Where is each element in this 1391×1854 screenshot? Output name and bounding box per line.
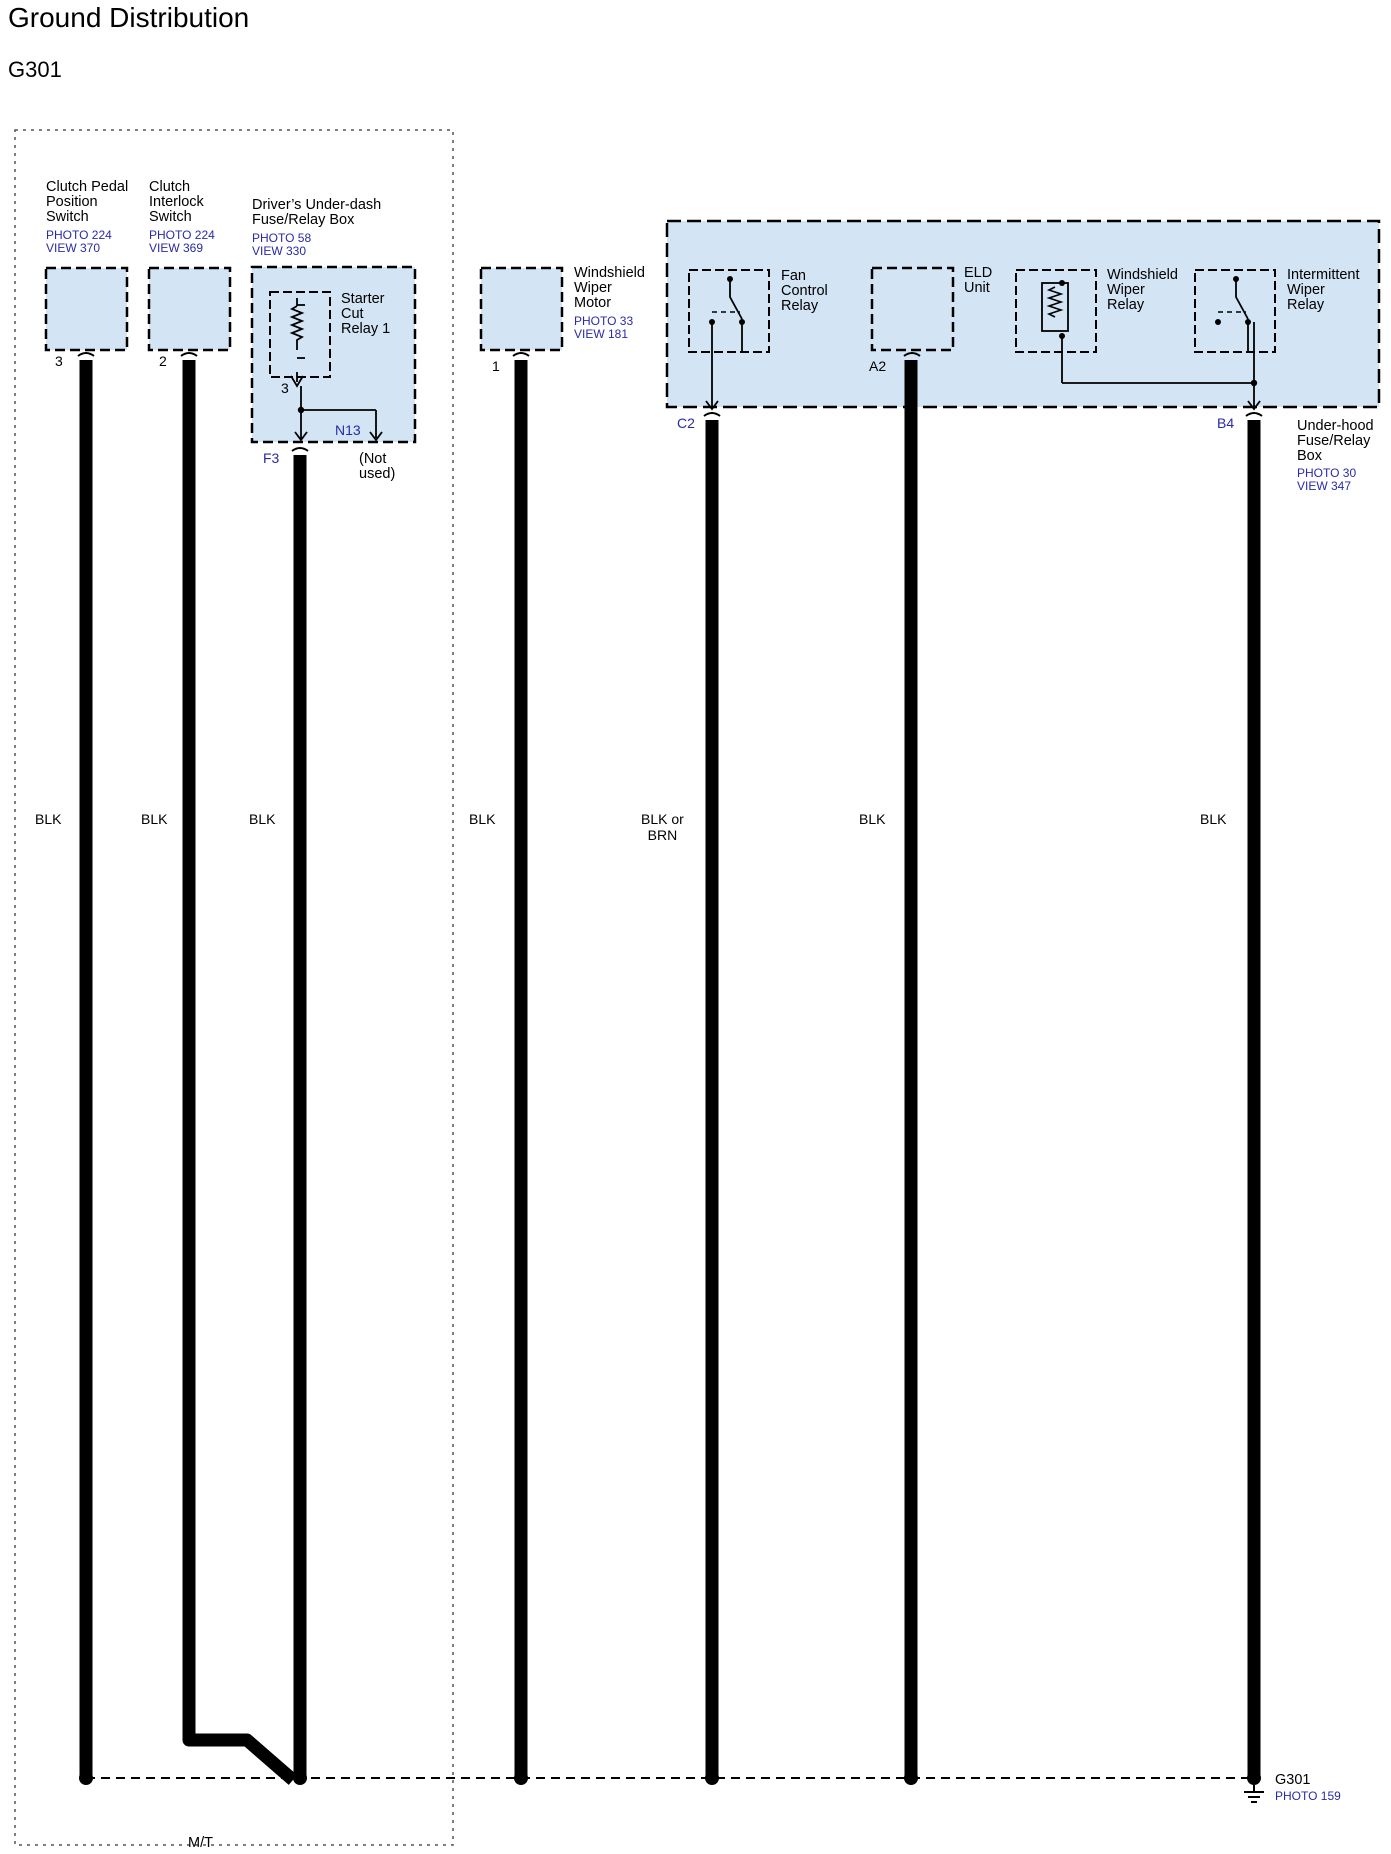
clutch-pedal-switch-label: Clutch Pedal Position Switch [46, 179, 129, 225]
clutch-interlock-switch-ref: PHOTO 224 VIEW 369 [149, 228, 215, 255]
wire-color-label: BLK [141, 811, 168, 827]
wire-color-label: BLK [469, 811, 496, 827]
wiper-relay-box [1015, 269, 1097, 353]
page-title: Ground Distribution [8, 2, 250, 33]
eld-unit-label: ELD Unit [964, 265, 993, 296]
wire-color-label: BLK or BRN [641, 811, 684, 843]
wiper-relay-label: Windshield Wiper Relay [1107, 267, 1178, 313]
wire-color-label: BLK [1200, 811, 1227, 827]
clutch-interlock-switch-label: Clutch Interlock Switch [149, 179, 204, 225]
underdash-pin-n13: N13 [335, 422, 361, 438]
relay-switch-icon [1235, 279, 1249, 320]
underhood-box-label: Under-hood Fuse/Relay Box [1297, 418, 1374, 464]
mt-option-region [14, 129, 454, 1846]
wire-color-label: BLK [249, 811, 276, 827]
wire-color-label: BLK [35, 811, 62, 827]
wire-blk-clutch-interlock [182, 360, 298, 1785]
not-used-label: (Not used) [359, 451, 396, 482]
underdash-pin-f3: F3 [263, 450, 280, 466]
mt-option-label: M/T [188, 1835, 213, 1851]
clutch-pedal-pin: 3 [55, 353, 63, 369]
clutch-pedal-switch-box [44, 266, 129, 352]
starter-cut-relay-label: Starter Cut Relay 1 [341, 291, 391, 337]
wiper-motor-pin: 1 [492, 358, 500, 374]
underhood-box-ref: PHOTO 30 VIEW 347 [1297, 466, 1357, 493]
fan-control-relay-label: Fan Control Relay [781, 268, 828, 314]
relay-coil-icon [1046, 286, 1064, 318]
eld-unit-box [870, 266, 955, 352]
wire-color-label: BLK [859, 811, 886, 827]
eld-unit-pin: A2 [869, 358, 887, 374]
page-subtitle: G301 [8, 57, 62, 82]
connector-pins [77, 352, 1263, 452]
underdash-box-ref: PHOTO 58 VIEW 330 [252, 231, 312, 258]
underhood-pin-b4: B4 [1217, 415, 1235, 431]
clutch-interlock-pin: 2 [159, 353, 167, 369]
starter-cut-relay-box [269, 291, 331, 378]
wiper-motor-ref: PHOTO 33 VIEW 181 [574, 314, 634, 341]
splice-points [79, 1771, 918, 1785]
wiper-motor-box [479, 266, 564, 352]
underdash-fuse-box [250, 265, 417, 444]
intermittent-relay-box [1194, 269, 1276, 353]
clutch-interlock-switch-box [147, 266, 232, 352]
intermittent-relay-label: Intermittent Wiper Relay [1287, 267, 1360, 313]
clutch-pedal-switch-ref: PHOTO 224 VIEW 370 [46, 228, 112, 255]
underhood-pin-c2: C2 [677, 415, 695, 431]
ground-g301-ref: PHOTO 159 [1275, 1789, 1341, 1803]
ground-symbol-icon [1244, 1771, 1264, 1803]
underhood-fuse-box [665, 219, 1381, 409]
ground-wires [79, 360, 1261, 1785]
fan-control-relay-box [688, 269, 770, 353]
underdash-box-label: Driver’s Under-dash Fuse/Relay Box [252, 197, 382, 228]
starter-relay-pin: 3 [281, 380, 289, 396]
ground-g301-label: G301 [1275, 1772, 1311, 1788]
wiper-motor-label: Windshield Wiper Motor [574, 265, 645, 311]
relay-switch-icon [729, 279, 743, 320]
